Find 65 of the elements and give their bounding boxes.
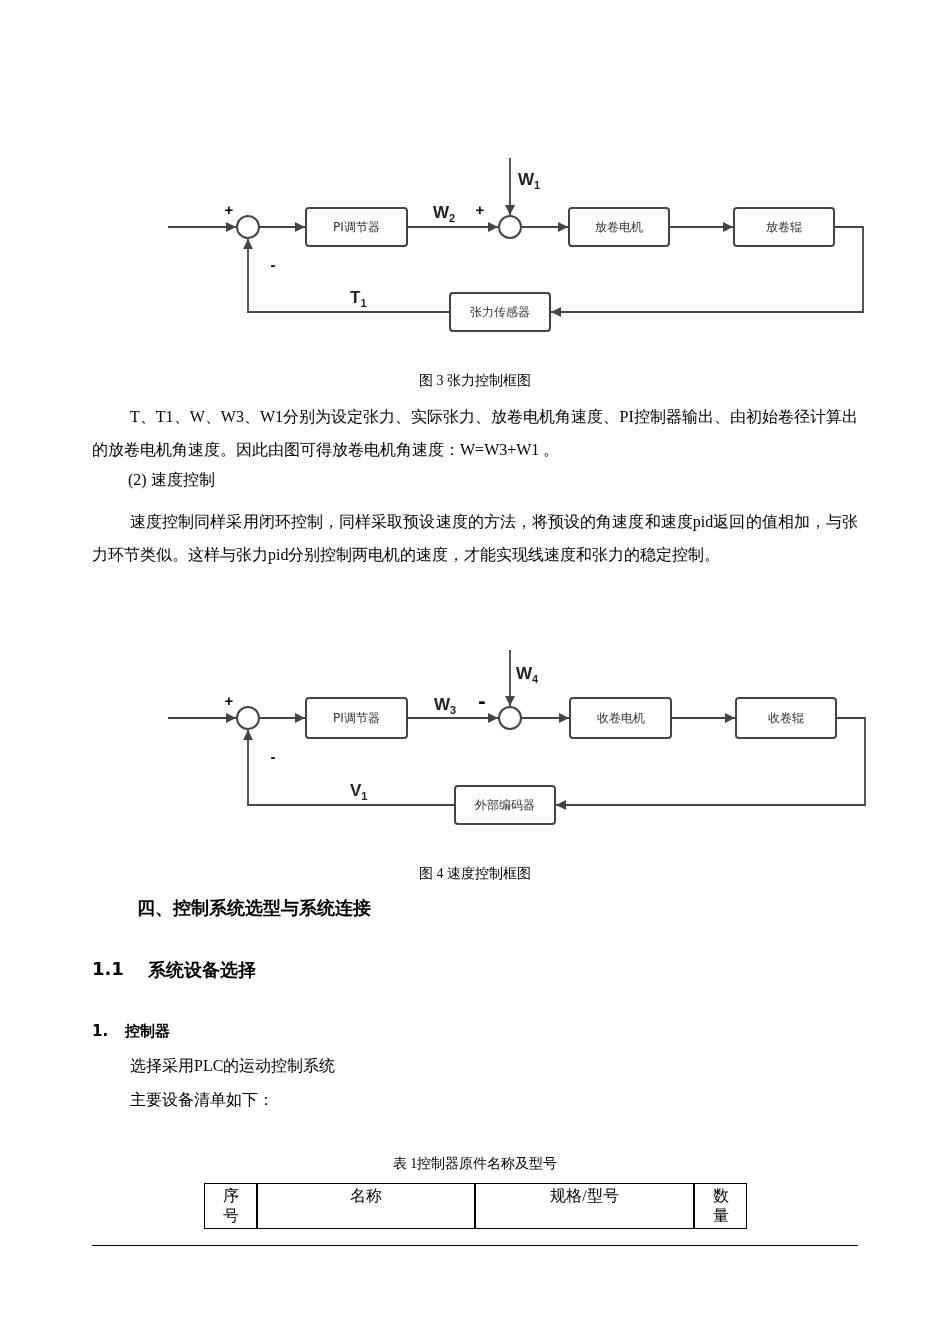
block-label: 收卷电机 [596, 709, 645, 727]
summing-junction [498, 215, 522, 239]
paragraph: 速度控制同样采用闭环控制，同样采取预设速度的方法，将预设的角速度和速度pid返回的值相加，与张力环节类似。这样与张力pid分别控制两电机的速度，才能实现线速度和张力的稳定控制。 [92, 512, 858, 566]
process-box [305, 697, 408, 739]
figure-caption: 图 3 张力控制框图 [418, 372, 532, 390]
block-label: 放卷电机 [595, 218, 643, 236]
sign-symbol: + [223, 692, 235, 709]
process-box [454, 785, 556, 825]
arrow [259, 222, 306, 232]
edge-label: W$_{1}$ [518, 170, 541, 192]
paragraph: T、T1、W、W3、W1分别为设定张力、实际张力、放卷电机角速度、PI控制器输出、由初始卷径计算出的放卷电机角速度。因此由图可得放卷电机角速度：W=W3+W1 。 [92, 407, 858, 460]
process-box [733, 207, 835, 247]
edge-label: V$_{1}$ [350, 781, 368, 803]
block-label: PI调节器 [333, 709, 380, 727]
figure-caption: 图 4 速度控制框图 [418, 865, 532, 883]
process-box [569, 697, 672, 739]
arrow [550, 226, 864, 317]
block-label: 张力传感器 [470, 303, 530, 321]
edge-label: W$_{4}$ [516, 664, 539, 686]
subsection-heading: 控制器 [125, 1022, 171, 1041]
edge-label: W$_{2}$ [433, 203, 456, 225]
table-header-cell: 规格/型号 [475, 1183, 694, 1229]
arrow [555, 717, 866, 810]
figure-caption: 表 1控制器原件名称及型号 [391, 1155, 559, 1173]
arrow [669, 222, 734, 232]
arrow [167, 713, 237, 723]
block-label: 收卷辊 [768, 709, 804, 727]
section-heading: 1.1 [92, 958, 125, 979]
sign-symbol: + [223, 201, 235, 218]
text-line: (2) 速度控制 [128, 470, 216, 491]
table-header-cell: 数量 [694, 1183, 747, 1229]
arrow [167, 222, 237, 232]
arrow [671, 713, 736, 723]
arrow [505, 157, 515, 216]
summing-junction [236, 706, 260, 730]
sign-symbol: + [474, 201, 486, 218]
arrow [259, 713, 306, 723]
section-heading: 四、控制系统选型与系统连接 [137, 896, 372, 920]
sign-symbol: - [269, 748, 277, 765]
subsection-heading: 1. [92, 1022, 110, 1040]
table-header-cell: 名称 [257, 1183, 475, 1229]
summing-junction [236, 215, 260, 239]
text-line: 主要设备清单如下： [130, 1090, 275, 1110]
process-box [568, 207, 670, 247]
process-box [735, 697, 837, 739]
arrow [243, 729, 455, 806]
arrow [521, 222, 569, 232]
edge-label: W$_{3}$ [434, 695, 457, 717]
arrow [243, 238, 450, 313]
process-box [449, 292, 551, 332]
process-box [305, 207, 408, 247]
arrow [407, 713, 499, 723]
block-label: 外部编码器 [475, 796, 535, 814]
block-label: PI调节器 [333, 218, 380, 236]
arrow [407, 222, 499, 232]
table-header-cell: 序号 [204, 1183, 257, 1229]
arrow [521, 713, 570, 723]
sign-symbol: - [269, 256, 277, 273]
edge-label: T$_{1}$ [350, 288, 367, 310]
section-heading: 系统设备选择 [148, 958, 257, 982]
sign-symbol: - [477, 690, 487, 712]
text-line: 选择采用PLC的运动控制系统 [130, 1056, 337, 1076]
arrow [505, 649, 515, 707]
summing-junction [498, 706, 522, 730]
block-label: 放卷辊 [766, 218, 802, 236]
